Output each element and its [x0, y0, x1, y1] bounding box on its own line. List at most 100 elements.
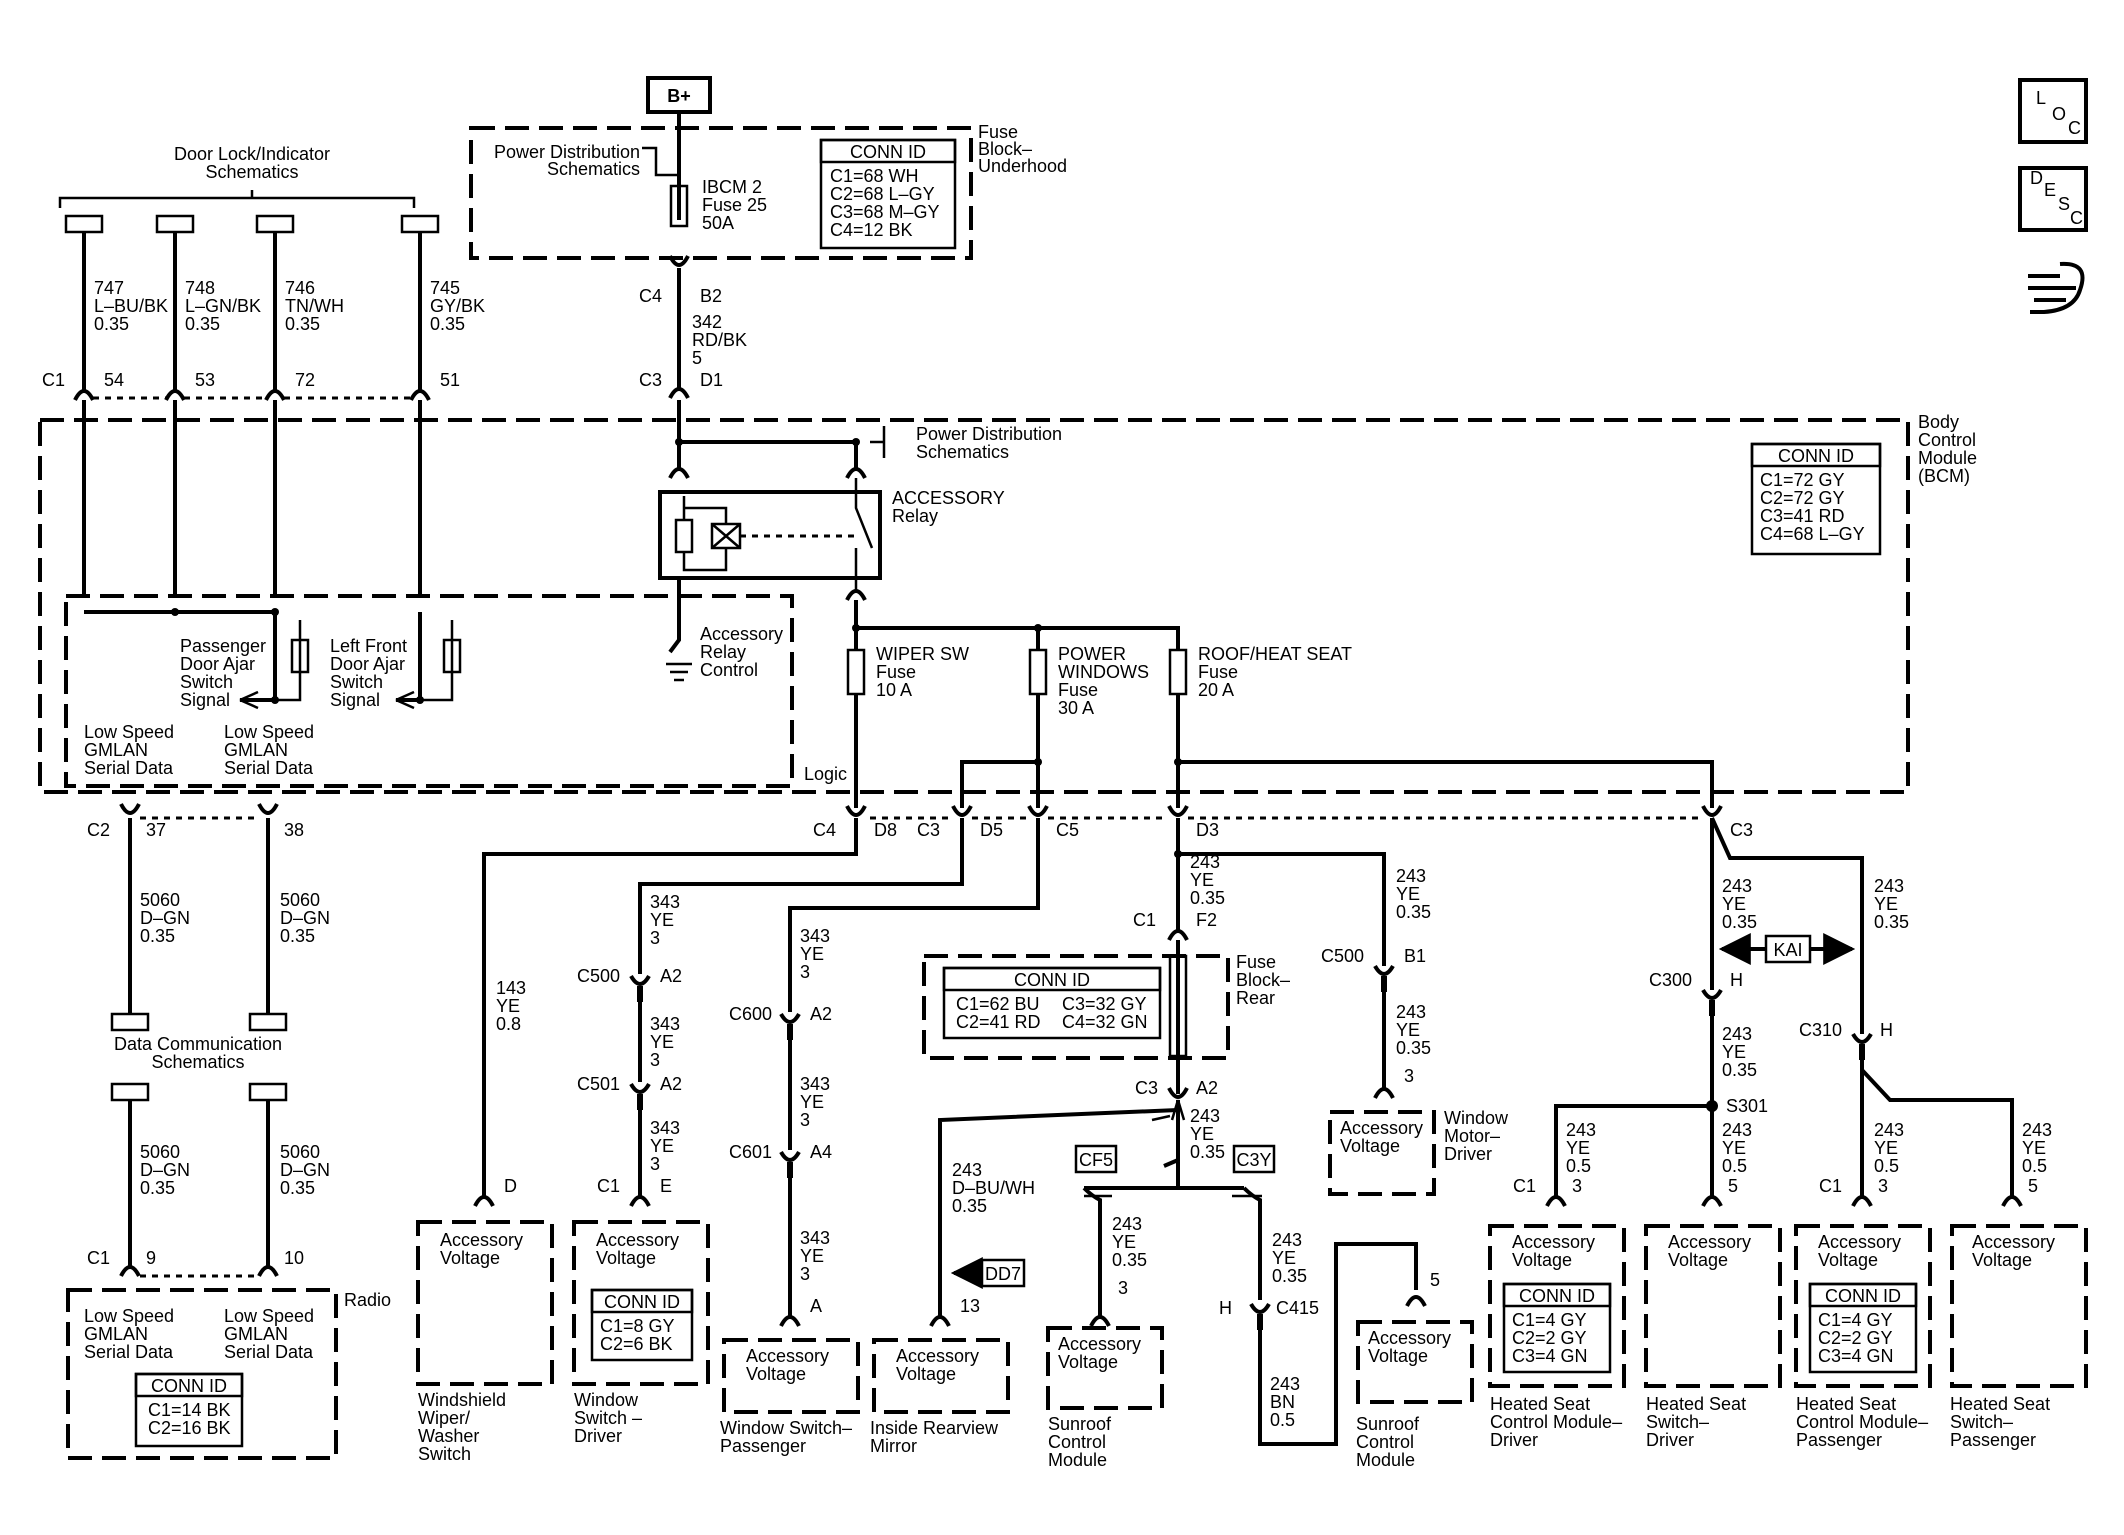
cf5-label: CF5 — [1079, 1150, 1113, 1170]
rear-c1-f2-connector — [1167, 929, 1189, 941]
bcm-gmlan-label: GMLAN — [224, 740, 288, 760]
sunroof2-bn-wire-label: 243 — [1270, 1374, 1300, 1394]
window-motor-name: Window — [1444, 1108, 1509, 1128]
rear-fuse-symbol — [1168, 954, 1188, 1058]
door-lock-wire-label: 0.35 — [430, 314, 465, 334]
sunroof1-pin-label: 3 — [1118, 1278, 1128, 1298]
heated-driver-conn-id-line: C2=2 GY — [1512, 1328, 1587, 1348]
junction-dot — [675, 438, 683, 446]
c1-door-connector — [264, 389, 286, 401]
underhood-conn-id-line: C4=12 BK — [830, 220, 913, 240]
rear-feed-wire-label: 0.35 — [1190, 888, 1225, 908]
bcm-gmlan-label: GMLAN — [84, 740, 148, 760]
c4-label: C4 — [813, 820, 836, 840]
roof-heat-out-wires — [1176, 694, 1714, 808]
wiper-d-connector — [473, 1195, 495, 1207]
a2-label: A2 — [660, 966, 682, 986]
window-motor-wire-label: YE — [1396, 1020, 1420, 1040]
door-lock-pin-label: 51 — [440, 370, 460, 390]
wiper-wire-label: 0.8 — [496, 1014, 521, 1034]
mirror-name: Inside Rearview — [870, 1418, 999, 1438]
door-lock-wire-label: 0.35 — [185, 314, 220, 334]
heated-pass-conn-id-header — [1808, 1282, 1918, 1308]
gmlan-wire-label: 0.35 — [140, 1178, 175, 1198]
heated-driver-branch-label: 243 — [1722, 1120, 1752, 1140]
fuse-block-underhood-outline — [469, 126, 973, 260]
relay-control-label: Control — [700, 660, 758, 680]
heated-driver-branch-label: 0.5 — [1566, 1156, 1591, 1176]
heated-pass-switch-name: Switch– — [1950, 1412, 2013, 1432]
door-lock-wire-label: 0.35 — [285, 314, 320, 334]
bcm-gmlan-label: Low Speed — [84, 722, 174, 742]
sunroof2-5-connector — [1405, 1295, 1427, 1307]
window-driver-name: Switch – — [574, 1408, 642, 1428]
window-driver-conn-id-title: CONN ID — [604, 1292, 680, 1312]
passenger-pullup — [275, 620, 302, 702]
c3-d3-connector — [1167, 805, 1189, 817]
sunroof1-wire — [1082, 1186, 1102, 1316]
heated-pass-module-name: Control Module– — [1796, 1412, 1928, 1432]
sunroof2-pin-label: 5 — [1430, 1270, 1440, 1290]
window-pass-wire-label: 3 — [800, 962, 810, 982]
heated-pass-module-outline — [1794, 1224, 1932, 1388]
c500-inline — [629, 974, 651, 986]
wiper-switch-name: Windshield — [418, 1390, 506, 1410]
c500-label: C500 — [577, 966, 620, 986]
fuse-block-rear-title: Block– — [1236, 970, 1290, 990]
motor-c500-label: C500 — [1321, 946, 1364, 966]
bcm-title: Control — [1918, 430, 1976, 450]
c1-door-connector — [73, 389, 95, 401]
signal-arrow — [395, 690, 415, 710]
sunroof1-name: Module — [1048, 1450, 1107, 1470]
c415-label: C415 — [1276, 1298, 1319, 1318]
gmlan-wire-label: 0.35 — [280, 926, 315, 946]
junction-dot — [1174, 850, 1182, 858]
bcm-gmlan-label: Low Speed — [224, 722, 314, 742]
bcm-title: (BCM) — [1918, 466, 1970, 486]
radio-gmlan-label: GMLAN — [84, 1324, 148, 1344]
window-driver-conn-id-line: C2=6 BK — [600, 1334, 673, 1354]
sunroof2-name: Sunroof — [1356, 1414, 1420, 1434]
heated-pass-conn-id-line: C2=2 GY — [1818, 1328, 1893, 1348]
d3-label: D3 — [1196, 820, 1219, 840]
mirror-accessory-voltage: Voltage — [896, 1364, 956, 1384]
gmlan-wire-label: 5060 — [280, 890, 320, 910]
radio-c1-connector — [257, 1265, 279, 1277]
heated-driver-wire-label: YE — [1722, 1042, 1746, 1062]
mirror-wire — [938, 1108, 1179, 1316]
relay-control-label: Relay — [700, 642, 746, 662]
rear-c1-label: C1 — [1133, 910, 1156, 930]
sunroof2-bn-wire — [1258, 1242, 1418, 1446]
rear-feed-wire-label: YE — [1190, 870, 1214, 890]
door-lock-wire-label: L–BU/BK — [94, 296, 168, 316]
junction-dot — [416, 696, 424, 704]
sunroof1-wire-label: YE — [1112, 1232, 1136, 1252]
power-windows-fuse-label: WINDOWS — [1058, 662, 1149, 682]
ibcm2-fuse-label: IBCM 2 — [702, 177, 762, 197]
sunroof1-accessory-voltage: Accessory — [1058, 1334, 1141, 1354]
window-motor-wire-label: YE — [1396, 884, 1420, 904]
heated-driver-conn-id-line: C3=4 GN — [1512, 1346, 1588, 1366]
loc-icon — [2018, 78, 2088, 144]
heated-pass-switch-voltage: Accessory — [1972, 1232, 2055, 1252]
heated-pass-conn-id-line: C3=4 GN — [1818, 1346, 1894, 1366]
c300-label: C300 — [1649, 970, 1692, 990]
gmlan-wire-label: 5060 — [140, 1142, 180, 1162]
c600-inline — [779, 1012, 801, 1024]
bcm-conn-id-line: C4=68 L–GY — [1760, 524, 1865, 544]
heated-driver-wire-label: 243 — [1722, 876, 1752, 896]
data-comm-cap — [110, 1082, 150, 1102]
bcm-conn-id-line: C2=72 GY — [1760, 488, 1845, 508]
heated-pass-switch-voltage: Voltage — [1972, 1250, 2032, 1270]
rear-out-wire-label: 0.35 — [1190, 1142, 1225, 1162]
sunroof2-bn-wire-label: BN — [1270, 1392, 1295, 1412]
underhood-conn-id-line: C1=68 WH — [830, 166, 919, 186]
fuse-out-wires — [854, 694, 1040, 808]
c501-inline — [629, 1082, 651, 1094]
window-pass-wire — [788, 818, 1040, 1012]
dd7-label: DD7 — [985, 1264, 1021, 1284]
window-pass-name: Window Switch– — [720, 1418, 852, 1438]
gmlan-wire-label: D–GN — [280, 1160, 330, 1180]
bcm-title: Body — [1918, 412, 1959, 432]
lf-door-ajar-label: Left Front — [330, 636, 407, 656]
